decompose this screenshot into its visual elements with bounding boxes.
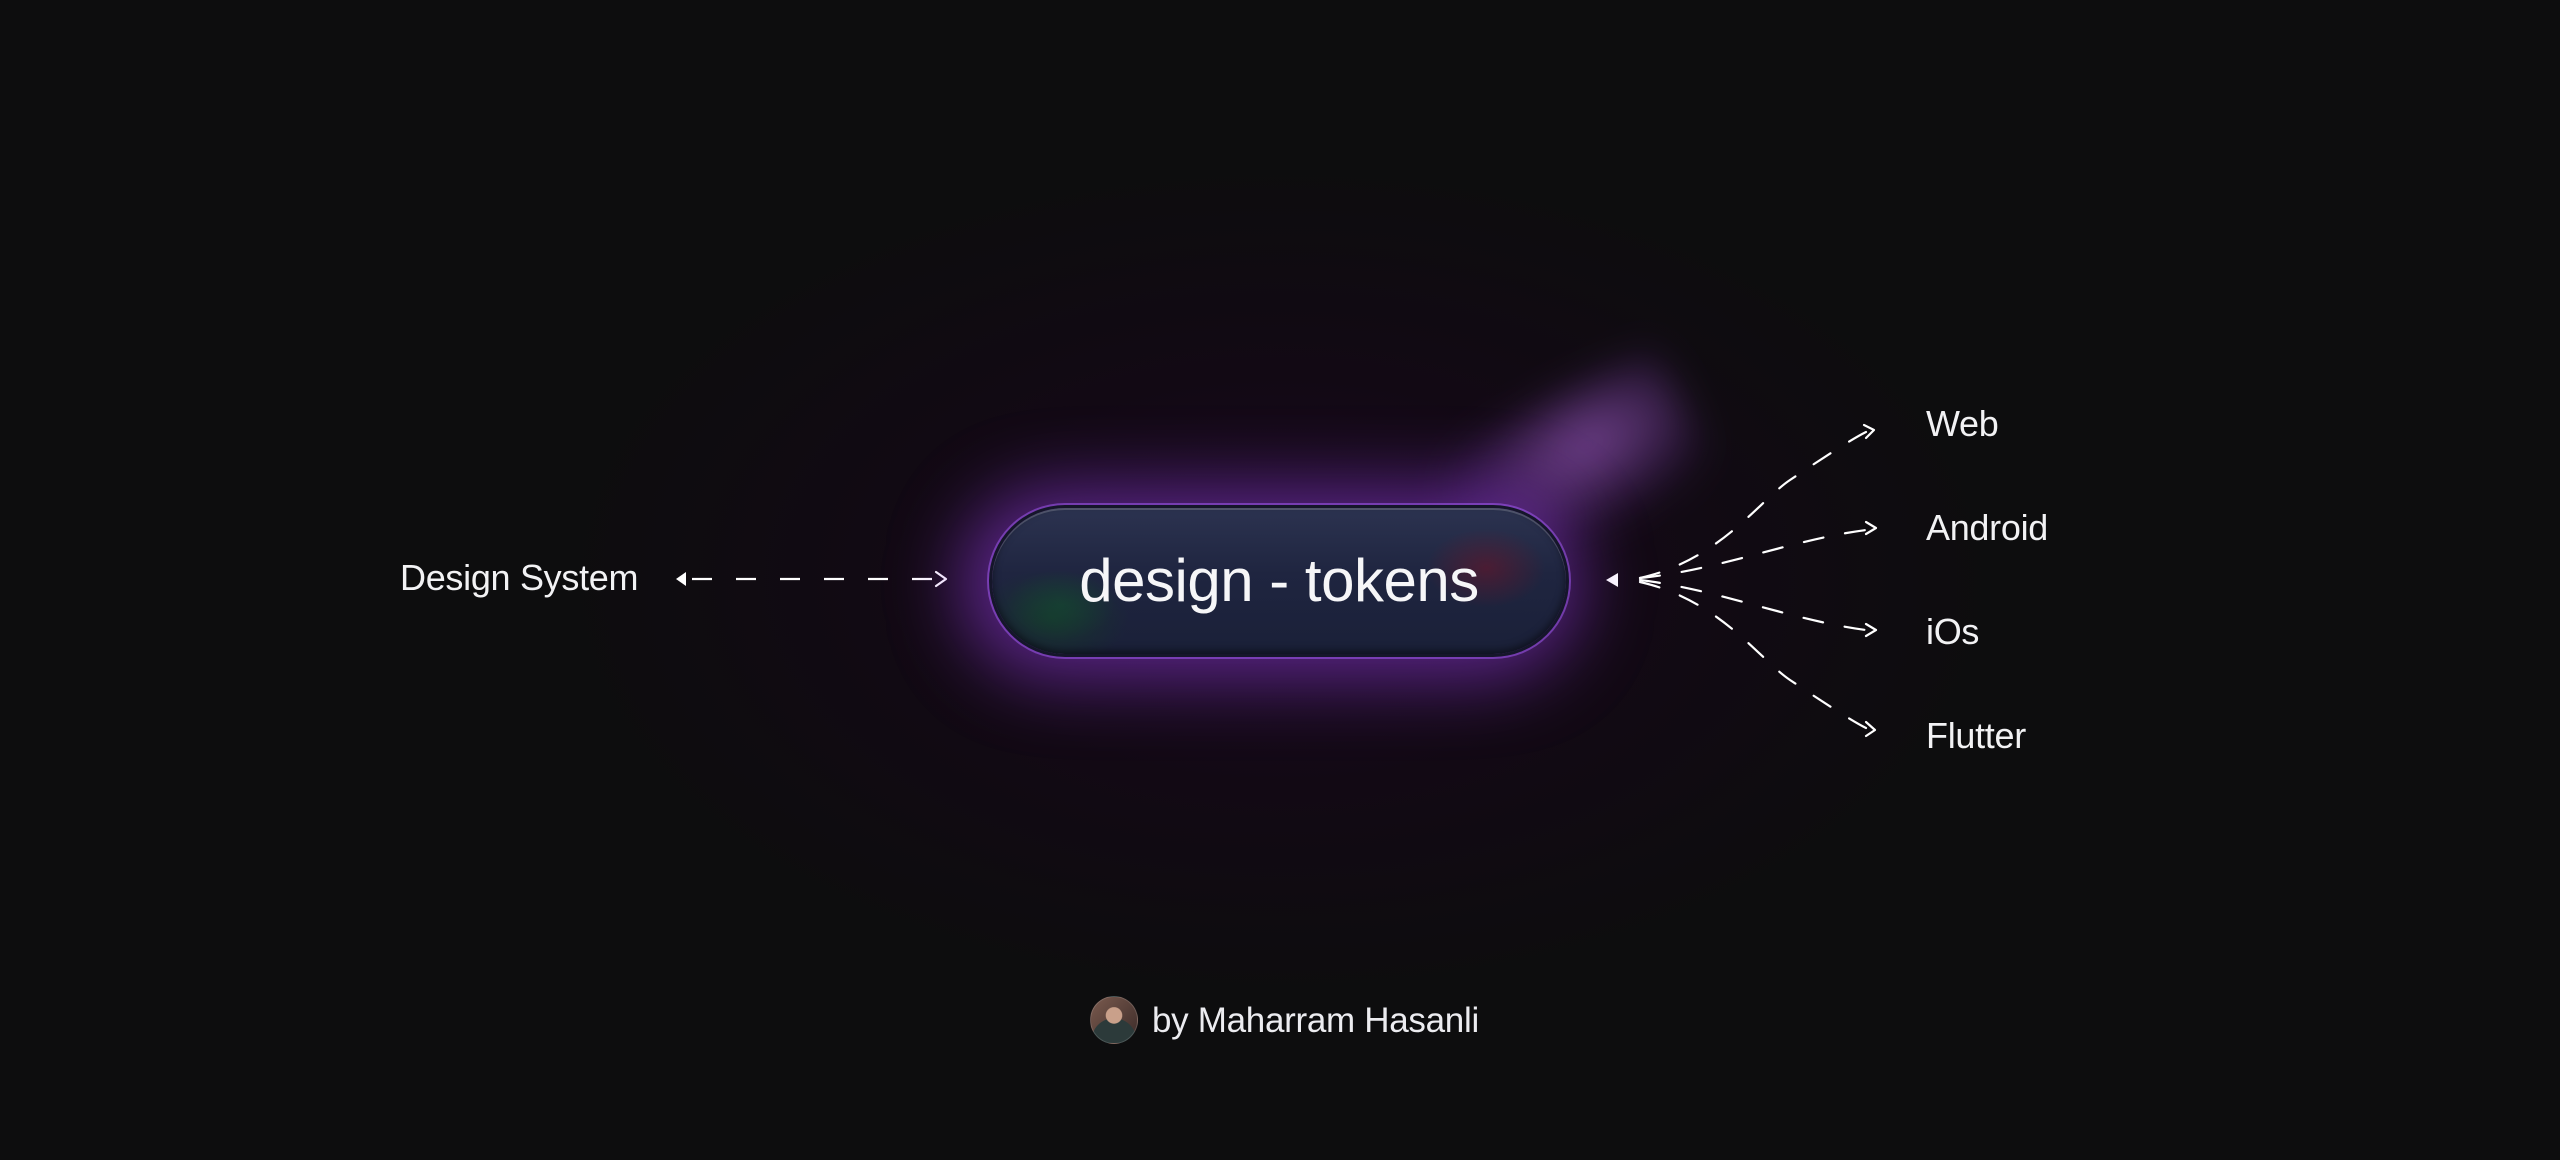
avatar xyxy=(1090,996,1138,1044)
source-connector xyxy=(676,570,948,588)
design-tokens-label: design - tokens xyxy=(1079,547,1479,614)
android-label: Android xyxy=(1926,507,2048,548)
design-tokens-node: design - tokens xyxy=(992,508,1566,654)
web-label: Web xyxy=(1926,403,1999,444)
author-credit: by Maharram Hasanli xyxy=(1090,996,1479,1044)
targets-connector xyxy=(1606,423,1878,738)
ios-label: iOs xyxy=(1926,611,1980,652)
flutter-label: Flutter xyxy=(1926,715,2026,756)
design-system-label: Design System xyxy=(400,557,639,598)
author-name: by Maharram Hasanli xyxy=(1152,1000,1479,1040)
